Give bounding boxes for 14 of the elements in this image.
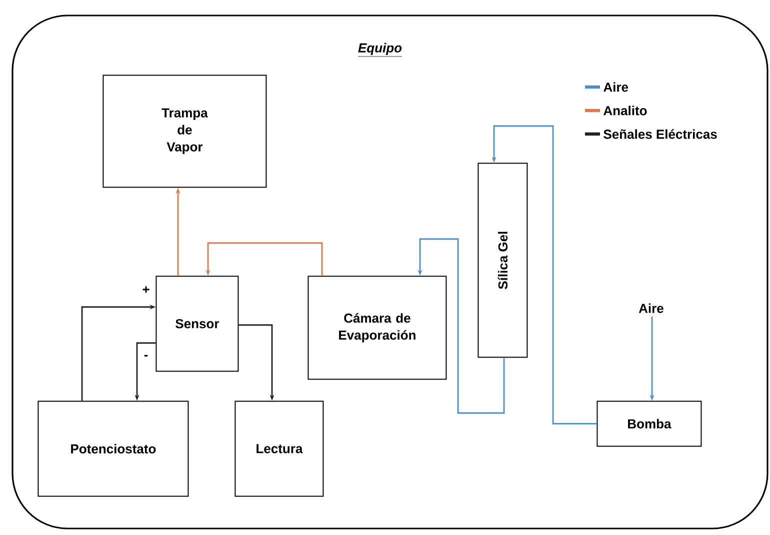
text-label: Aire <box>638 303 664 313</box>
process-box: Potenciostato <box>38 400 189 497</box>
process-box: Sensor <box>156 276 239 372</box>
legend-label: Aire <box>604 82 628 92</box>
title: Equipo <box>358 42 402 57</box>
process-box: Sílica Gel <box>478 162 528 358</box>
process-box: Cámara de Evaporación <box>308 276 447 380</box>
process-box: Lectura <box>234 400 324 497</box>
process-box: Trampa de Vapor <box>102 74 267 188</box>
legend-label: Analito <box>604 106 647 116</box>
edge-label: + <box>142 286 150 293</box>
process-box: Bomba <box>596 400 702 447</box>
legend-label: Señales Eléctricas <box>604 129 717 139</box>
edge-label: - <box>144 354 148 356</box>
